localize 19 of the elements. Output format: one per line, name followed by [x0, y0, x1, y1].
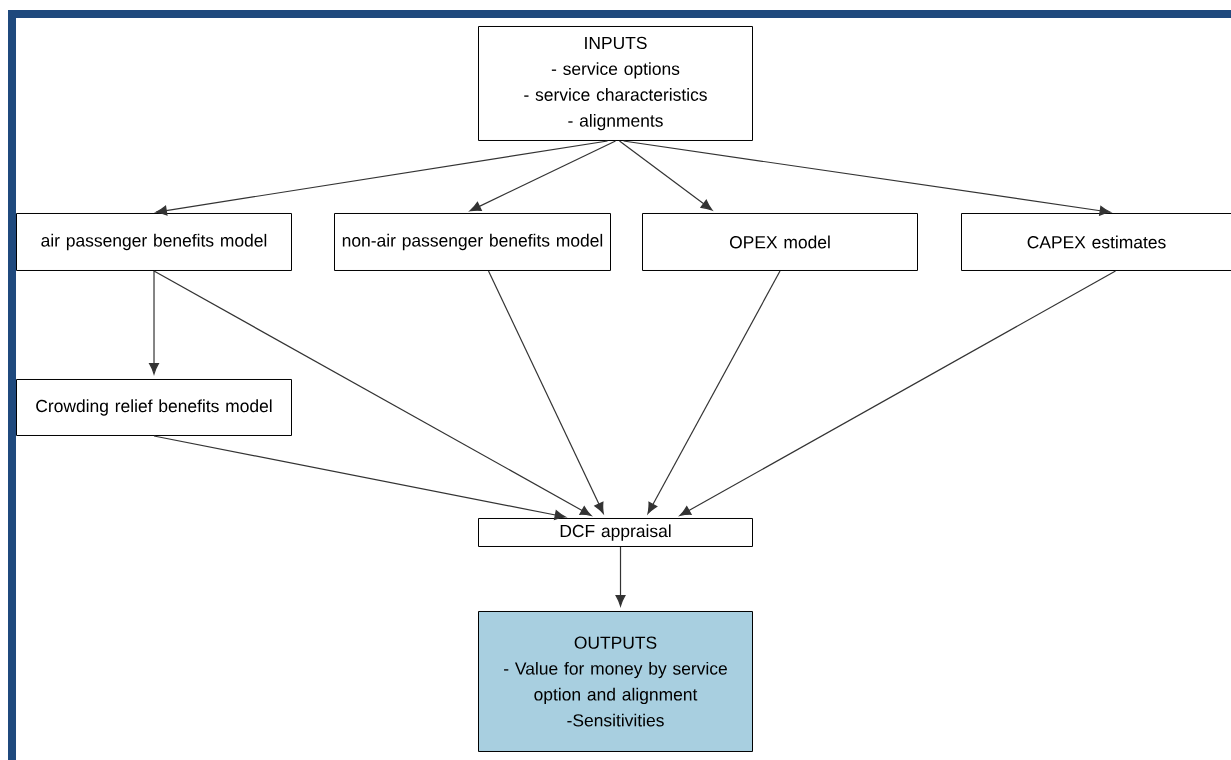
process-box: air passenger benefits model [16, 213, 292, 271]
arrow [153, 270, 592, 517]
arrow [149, 270, 159, 375]
process-box: non-air passenger benefits model [334, 213, 611, 271]
arrow [622, 140, 1111, 216]
process-box: OPEX model [642, 213, 918, 271]
process-box: INPUTS - service options - service characteristics - alignments [478, 26, 753, 141]
arrow [647, 270, 781, 514]
arrow [487, 270, 604, 514]
output-box: OUTPUTS - Value for money by service option and alignment -Sensitivities [478, 611, 753, 752]
arrow [679, 270, 1117, 517]
arrow [615, 546, 626, 607]
process-box: Crowding relief benefits model [16, 379, 292, 436]
process-box: DCF appraisal [478, 518, 753, 547]
arrow [155, 140, 609, 216]
arrow [618, 140, 713, 211]
arrow [469, 140, 617, 212]
arrow [153, 435, 566, 520]
process-box: CAPEX estimates [961, 213, 1231, 271]
